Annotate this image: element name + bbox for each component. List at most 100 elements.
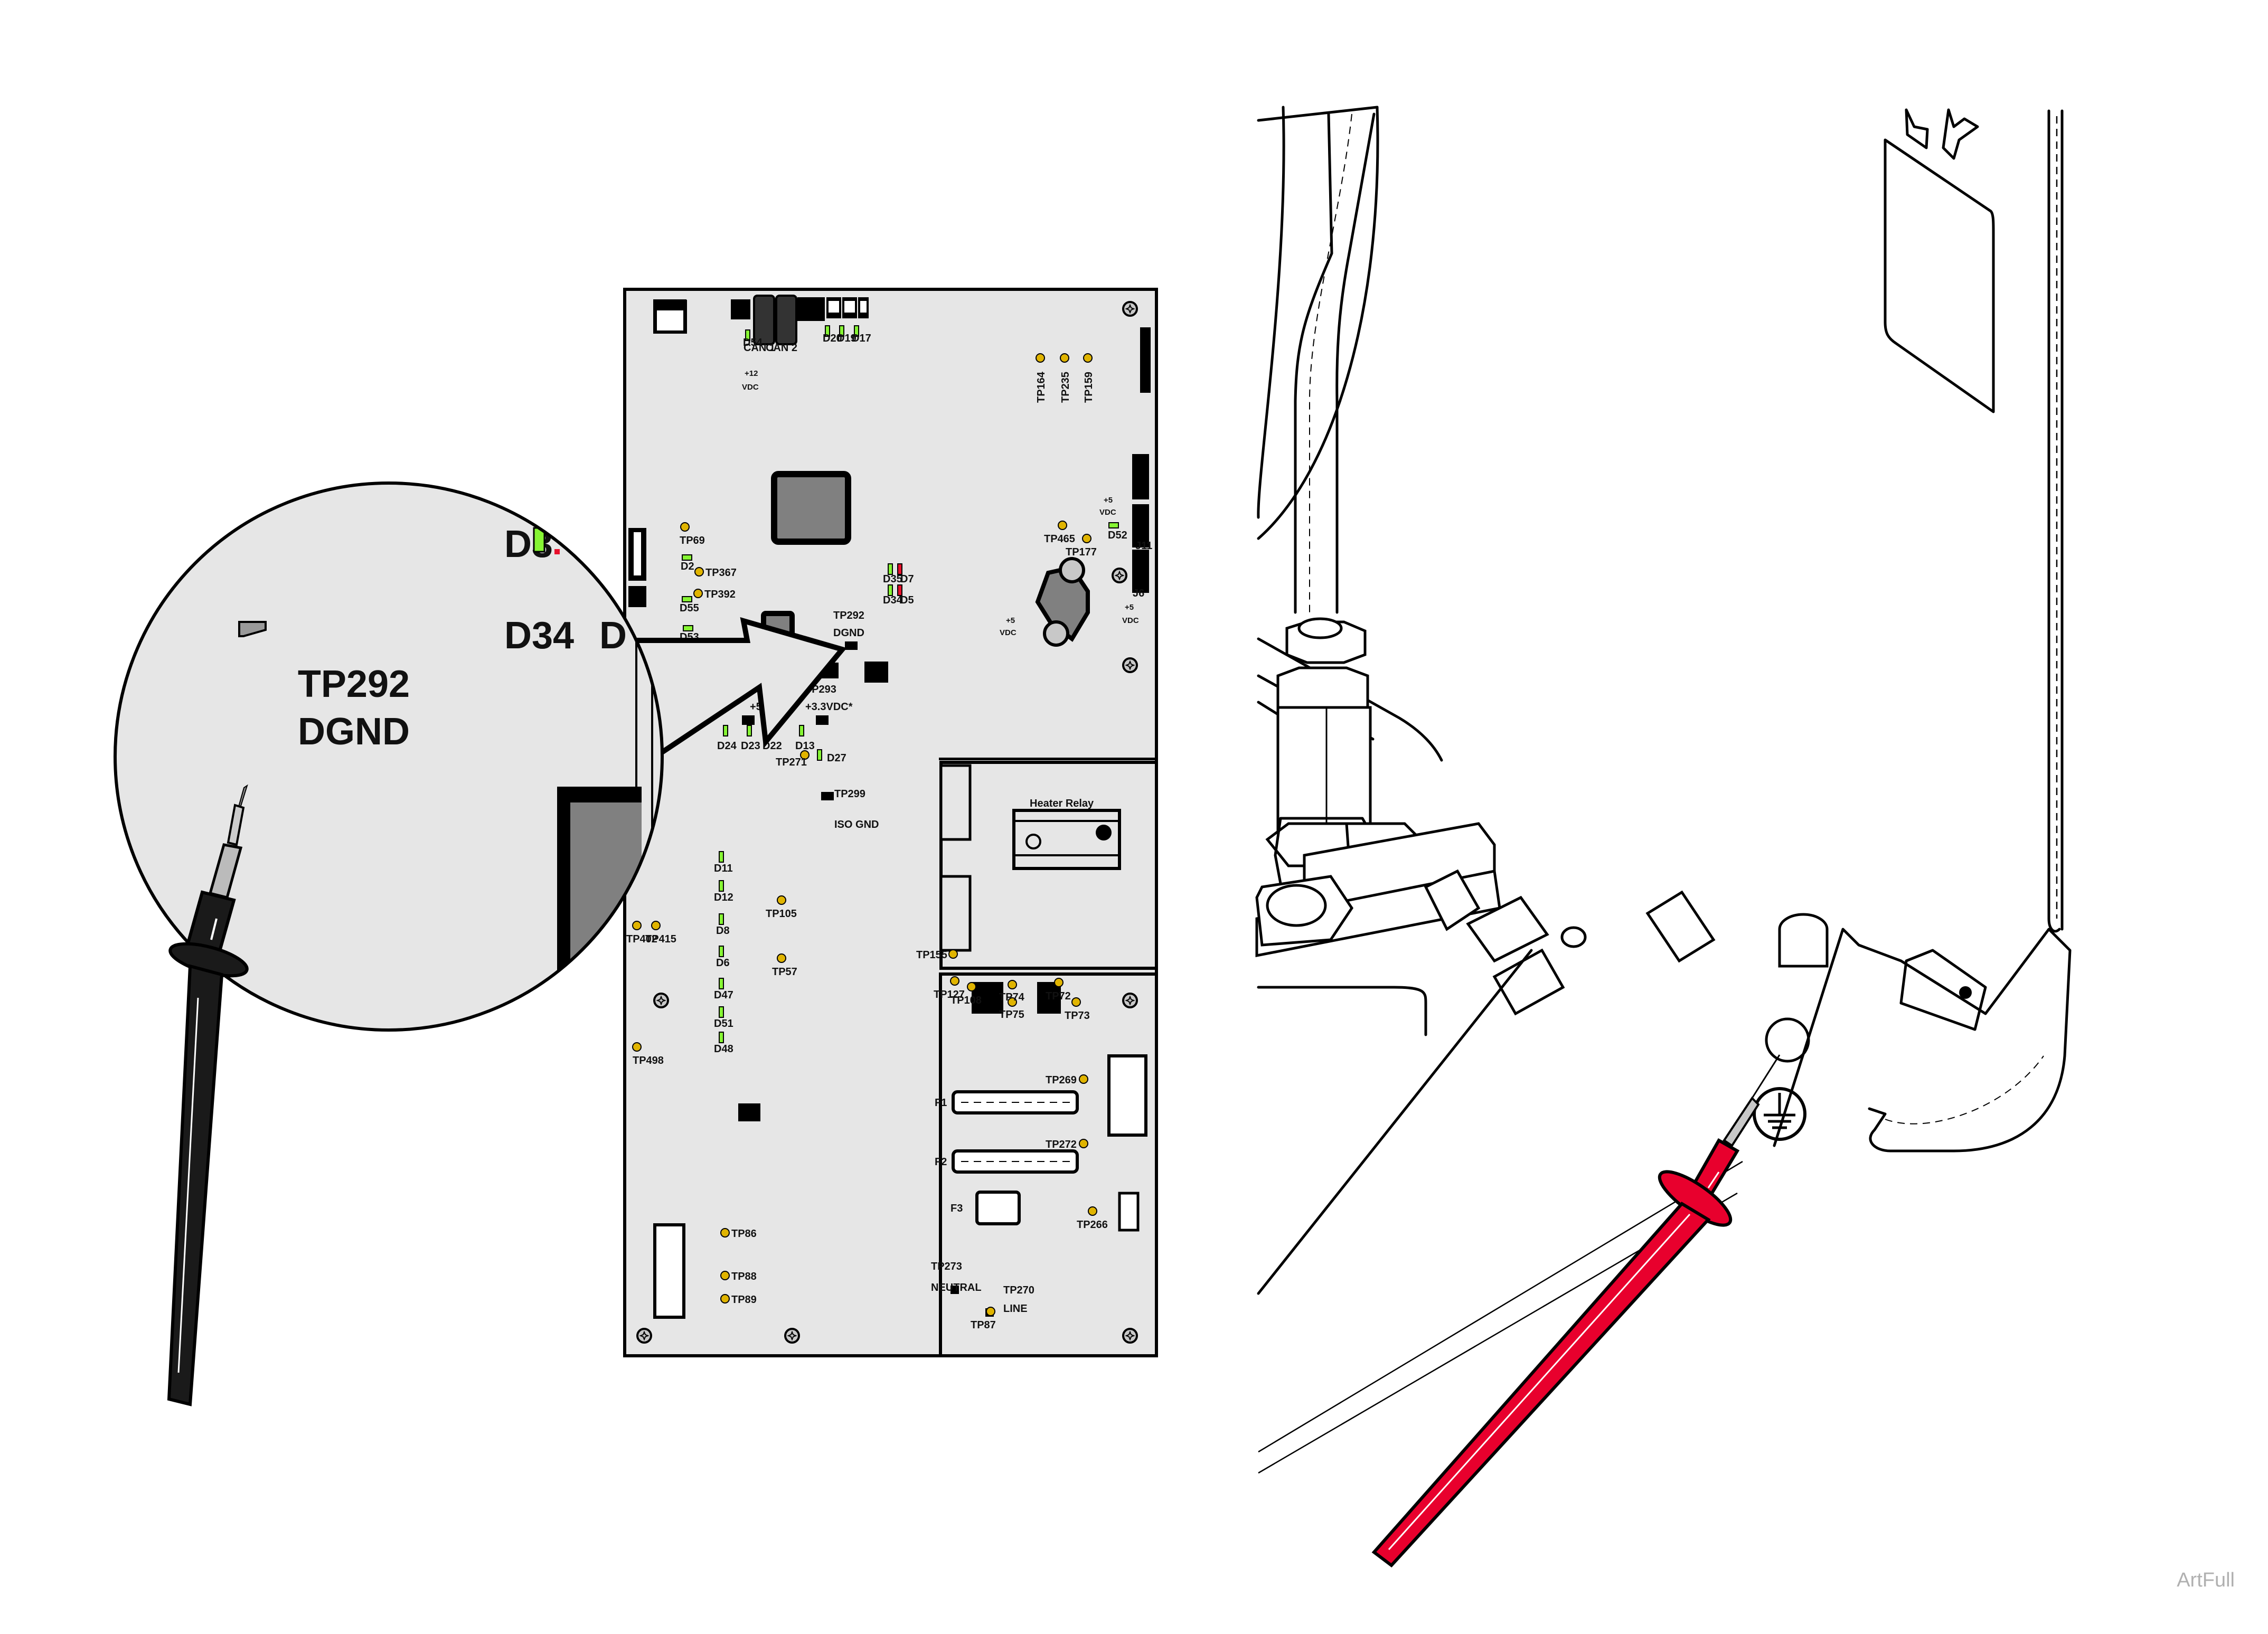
voltage-label: VDC [1000, 628, 1017, 637]
test-point-tp269 [1079, 1074, 1088, 1084]
led-d34 [888, 584, 893, 596]
test-point-label: TP73 [1065, 1010, 1090, 1022]
led-d52 [1108, 522, 1119, 528]
test-point-tp127 [950, 976, 959, 986]
test-pad-name: ISO GND [834, 819, 879, 830]
test-point-label: TP74 [999, 991, 1025, 1003]
test-pad-name: NEUTRAL [931, 1282, 982, 1293]
led-d13 [799, 725, 804, 736]
led-label: D35 [883, 573, 902, 585]
test-point-tp367 [694, 567, 704, 577]
screw-icon [1122, 1328, 1138, 1344]
test-point-label: TP72 [1046, 990, 1071, 1002]
test-pad-id: TP299 [834, 788, 865, 800]
led-label: D20 [823, 333, 842, 344]
callout-tp-name: DGND [298, 711, 410, 753]
led-d2 [682, 554, 692, 561]
fuse-f2 [952, 1149, 1079, 1174]
fuse-label: F3 [951, 1203, 963, 1214]
led-label: D2 [681, 561, 694, 572]
screw-icon [636, 1328, 652, 1344]
watermark: ArtFull [2177, 1569, 2235, 1591]
led-d47 [719, 978, 724, 989]
jack-label: J6 [1133, 588, 1144, 599]
jack-label: J11 [1135, 540, 1152, 552]
test-point-tp392 [693, 589, 703, 598]
test-point-label: TP89 [731, 1294, 757, 1306]
led-d54 [745, 329, 750, 341]
heater-relay-label: Heater Relay [1030, 798, 1094, 809]
led-label: D7 [900, 573, 914, 585]
test-pad-id: TP273 [931, 1261, 962, 1272]
led-d12 [719, 880, 724, 892]
test-point-label: TP75 [999, 1009, 1024, 1021]
led-group [682, 325, 1119, 1043]
test-point-tp75 [1008, 997, 1017, 1007]
test-point-group [632, 353, 1097, 1316]
test-point-label: TP87 [971, 1319, 996, 1331]
control-board: Heater Relay [623, 288, 1158, 1357]
connector-label: CAN 1 [744, 342, 775, 354]
led-d48 [719, 1032, 724, 1043]
led-d53 [683, 625, 693, 631]
test-point-tp105 [777, 895, 786, 905]
led-label: D27 [827, 752, 846, 764]
led-label: D54 [743, 337, 763, 348]
fuse-label: F1 [935, 1097, 947, 1109]
test-point-tp89 [720, 1294, 730, 1304]
led-d35 [888, 563, 893, 575]
led-label: D47 [714, 989, 733, 1001]
test-point-tp159 [1083, 353, 1093, 363]
heater-relay-panel: Heater Relay [939, 758, 1158, 970]
led-label: D8 [716, 925, 730, 937]
microcontroller-chip [771, 471, 851, 545]
test-point-label: TP57 [772, 966, 797, 978]
led-d51 [719, 1006, 724, 1018]
test-point-tp415 [651, 921, 661, 930]
test-point-label: TP105 [766, 908, 797, 920]
voltage-label: +5 [1125, 603, 1134, 612]
led-d19 [839, 325, 844, 337]
led-label: D13 [795, 740, 815, 752]
voltage-label: VDC [1122, 616, 1139, 625]
callout-led-label-partial-2: D [599, 615, 627, 657]
led-label: D51 [714, 1018, 733, 1029]
test-point-tp57 [777, 953, 786, 963]
test-point-label: TP108 [951, 995, 982, 1006]
led-d5 [897, 584, 902, 596]
led-d20 [825, 325, 830, 337]
test-pad-id: TP292 [833, 610, 864, 621]
test-point-tp69 [680, 522, 690, 532]
test-point-label: TP88 [731, 1271, 757, 1282]
test-point-tp177 [1082, 534, 1091, 543]
voltage-label: +5 [1104, 496, 1113, 505]
voltage-label: +5 [1006, 616, 1015, 625]
test-point-tp73 [1071, 997, 1081, 1007]
test-pad-name: +3.3VDC* [805, 701, 853, 713]
callout-tp-label: TP292 [298, 663, 410, 705]
test-point-label: TP266 [1077, 1219, 1108, 1231]
test-point-label: TP415 [645, 933, 676, 945]
led-label: D34 [883, 594, 903, 606]
test-point-tp74 [1008, 980, 1017, 989]
led-d55 [682, 596, 692, 602]
assembly-drawing [1255, 106, 2072, 1474]
voltage-label: VDC [1099, 508, 1116, 517]
test-point-label: TP271 [776, 757, 807, 768]
screw-icon [1112, 568, 1127, 583]
led-d7 [897, 563, 902, 575]
led-label: D24 [717, 740, 737, 752]
led-label: D55 [680, 602, 699, 614]
test-pad-id: TP270 [1003, 1284, 1034, 1296]
test-point-label: TP235 [1060, 372, 1071, 403]
black-test-probe [167, 784, 249, 1406]
led-d17 [854, 325, 859, 337]
test-point-tp72 [1054, 978, 1064, 987]
test-point-tp87 [986, 1307, 995, 1316]
callout-arrow [625, 617, 847, 758]
callout-test-pad [238, 621, 267, 637]
led-d27 [817, 749, 822, 761]
led-label: D12 [714, 892, 733, 903]
screw-icon [1122, 993, 1138, 1008]
